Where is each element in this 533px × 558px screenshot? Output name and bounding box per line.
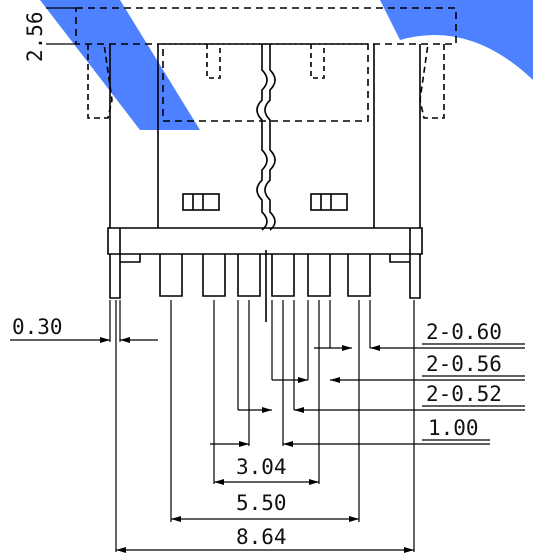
leg-right <box>409 254 421 299</box>
pins <box>159 254 371 297</box>
tab-left <box>206 44 221 79</box>
leg-left <box>109 254 121 299</box>
dim-label-inner-span: 3.04 <box>236 455 287 479</box>
base-flange <box>107 227 423 255</box>
dim-label-outer-span: 8.64 <box>236 525 287 549</box>
dim-label-056: 2-0.56 <box>426 352 502 376</box>
window-right <box>310 193 348 211</box>
body-outline <box>109 44 421 228</box>
watermark-shape-left <box>40 0 200 130</box>
break-line <box>256 44 268 231</box>
dim-label-060: 2-0.60 <box>426 320 502 344</box>
window-left <box>182 193 220 211</box>
inner-dashed-box <box>162 43 369 122</box>
dim-label-pitch: 1.00 <box>428 416 479 440</box>
dim-label-030: 0.30 <box>12 315 63 339</box>
tab-right <box>310 44 325 79</box>
watermark <box>40 0 533 130</box>
break-line-2 <box>264 44 276 231</box>
dim-label-mid-span: 5.50 <box>236 491 287 515</box>
dim-label-top-left: 2.56 <box>23 11 47 62</box>
dim-label-052: 2-0.52 <box>426 382 502 406</box>
latch-right <box>419 43 445 119</box>
watermark-shape-right <box>380 0 533 80</box>
